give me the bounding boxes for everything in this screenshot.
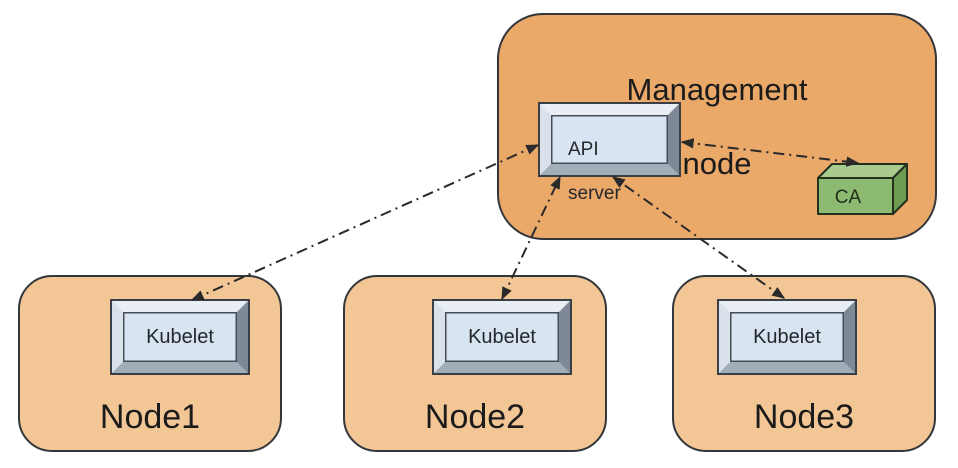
- kubelet-box-node3: Kubelet: [719, 301, 855, 373]
- kubelet-label-node3: Kubelet: [753, 325, 821, 348]
- node3-label: Node3: [753, 398, 855, 436]
- api-server-box: API server: [540, 104, 679, 204]
- api-server-label: API server: [551, 115, 668, 204]
- node1-label: Node1: [99, 398, 201, 436]
- kubelet-label-node2: Kubelet: [468, 325, 536, 348]
- node2-label: Node2: [424, 398, 526, 436]
- api-server-label-line1: API: [568, 139, 599, 160]
- kubelet-box-node2: Kubelet: [434, 301, 570, 373]
- kubelet-label-node1: Kubelet: [146, 325, 214, 348]
- kubelet-box-node1: Kubelet: [112, 301, 248, 373]
- api-server-label-line2: server: [568, 183, 621, 204]
- management-node-label-line1: Management: [626, 72, 808, 107]
- management-node-label-line2: node: [682, 146, 752, 181]
